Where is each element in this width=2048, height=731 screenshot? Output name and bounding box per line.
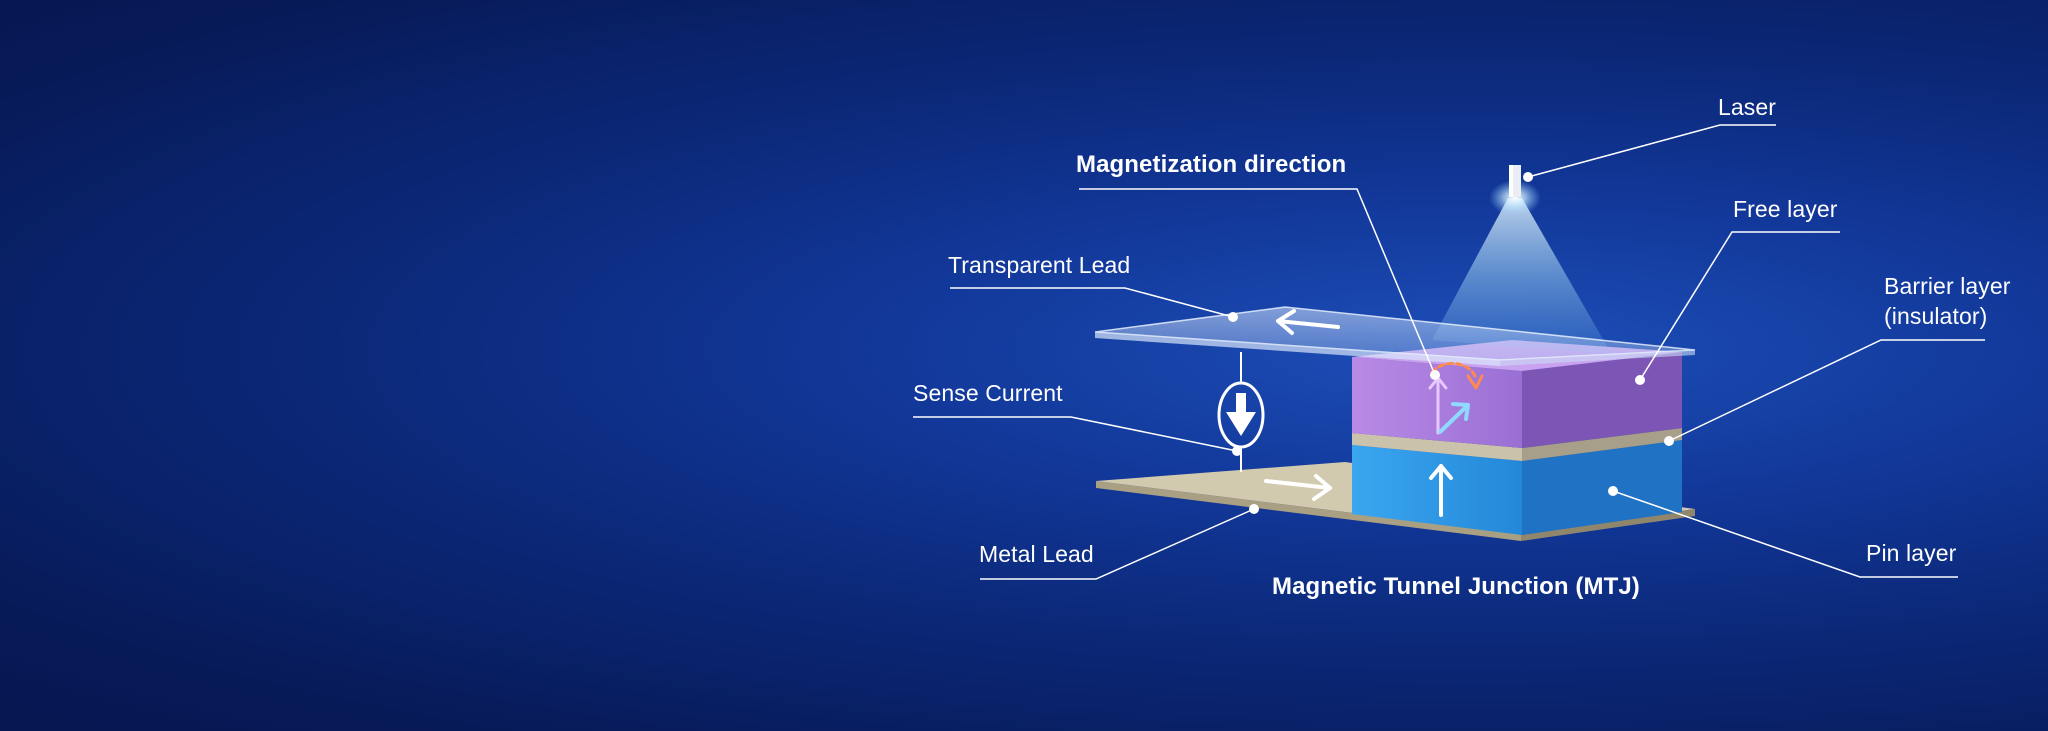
leader-transparent-lead [950,287,1234,318]
metal-lead-arrow-icon [1264,474,1332,501]
metal-lead-label: Metal Lead [979,541,1094,567]
barrier-layer-sublabel: (insulator) [1884,303,1988,329]
pin-magnetization-arrow-icon [1429,464,1453,517]
leader-free-layer [1639,231,1840,381]
magnetization-direction-label: Magnetization direction [1076,151,1347,178]
leader-metal-lead [980,508,1255,580]
laser-label: Laser [1718,94,1777,120]
pin-layer [1352,440,1682,535]
barrier-layer [1352,428,1682,461]
transparent-lead-label: Transparent Lead [948,252,1131,278]
transparent-lead-plate [1094,306,1696,366]
sense-current-icon [1217,352,1265,472]
leader-pin-layer [1612,490,1958,578]
barrier-layer-label: Barrier layer [1884,273,2011,299]
free-layer-label: Free layer [1733,196,1838,222]
pin-layer-label: Pin layer [1866,540,1957,566]
leader-magnetization [1079,188,1436,376]
transparent-lead-arrow-icon [1276,309,1340,335]
leader-laser [1527,124,1776,178]
mtj-caption: Magnetic Tunnel Junction (MTJ) [1272,573,1640,600]
sense-current-label: Sense Current [913,380,1063,406]
leader-dots [1228,172,1674,514]
leader-sense-current [913,416,1238,452]
laser-source [1509,165,1521,197]
laser-beam [1432,180,1612,355]
leader-barrier-layer [1668,339,1985,442]
leader-lines [913,124,1985,580]
